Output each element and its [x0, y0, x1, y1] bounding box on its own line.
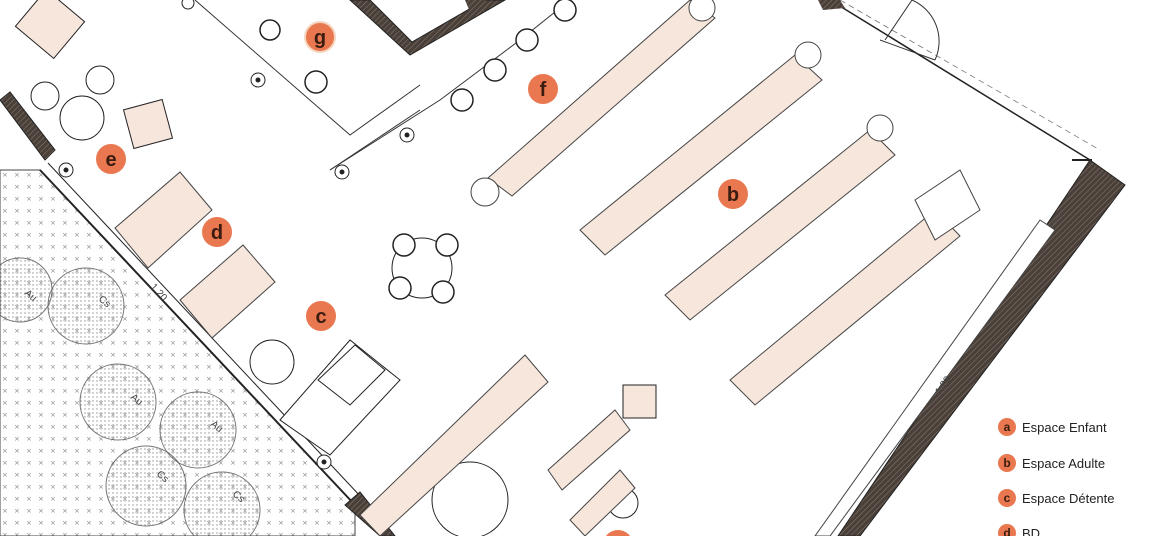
tree-au-3: [159, 391, 237, 469]
legend-item-b: b Espace Adulte: [998, 454, 1105, 472]
legend-item-d: d BD: [998, 524, 1040, 536]
columns: [58, 0, 415, 470]
zone-badge-partial: [606, 530, 630, 536]
svg-text:a: a: [1004, 420, 1011, 434]
svg-text:f: f: [540, 79, 547, 101]
svg-text:BD: BD: [1022, 526, 1040, 536]
tree-au-2: [79, 363, 157, 441]
svg-text:c: c: [1004, 491, 1011, 505]
legend-item-a: a Espace Enfant: [998, 418, 1107, 436]
stools: [259, 0, 577, 112]
svg-text:Espace Adulte: Espace Adulte: [1022, 456, 1105, 471]
svg-text:d: d: [1003, 526, 1010, 536]
svg-text:e: e: [105, 149, 116, 171]
svg-text:Espace Enfant: Espace Enfant: [1022, 420, 1107, 435]
tree-cs-2: [105, 445, 187, 527]
legend-item-c: c Espace Détente: [998, 489, 1115, 507]
zone-boundary: [194, 0, 571, 171]
tree-cs-3: [183, 471, 261, 536]
svg-text:b: b: [1003, 456, 1010, 470]
zone-badge-c: c: [306, 301, 336, 331]
zone-badge-b: b: [718, 179, 748, 209]
window-bench: [814, 219, 1056, 536]
detente-furniture: [249, 339, 657, 536]
zone-badge-d: d: [202, 217, 232, 247]
svg-text:b: b: [727, 184, 739, 206]
legend: a Espace Enfant b Espace Adulte c Espace…: [998, 418, 1115, 536]
svg-text:g: g: [314, 27, 326, 49]
zone-badge-g: g: [304, 21, 336, 53]
zone-badge-f: f: [528, 74, 558, 104]
adult-shelves: [359, 0, 981, 536]
lounge-furniture: [14, 0, 174, 150]
svg-text:c: c: [315, 306, 326, 328]
round-table: [388, 233, 459, 304]
svg-text:d: d: [211, 222, 223, 244]
tree-cs-1: [47, 267, 125, 345]
zone-badge-e: e: [96, 144, 126, 174]
garden-area: Au Cs Au Au Cs Cs: [0, 169, 356, 536]
bd-shelves: [114, 171, 276, 339]
svg-text:Espace Détente: Espace Détente: [1022, 491, 1115, 506]
